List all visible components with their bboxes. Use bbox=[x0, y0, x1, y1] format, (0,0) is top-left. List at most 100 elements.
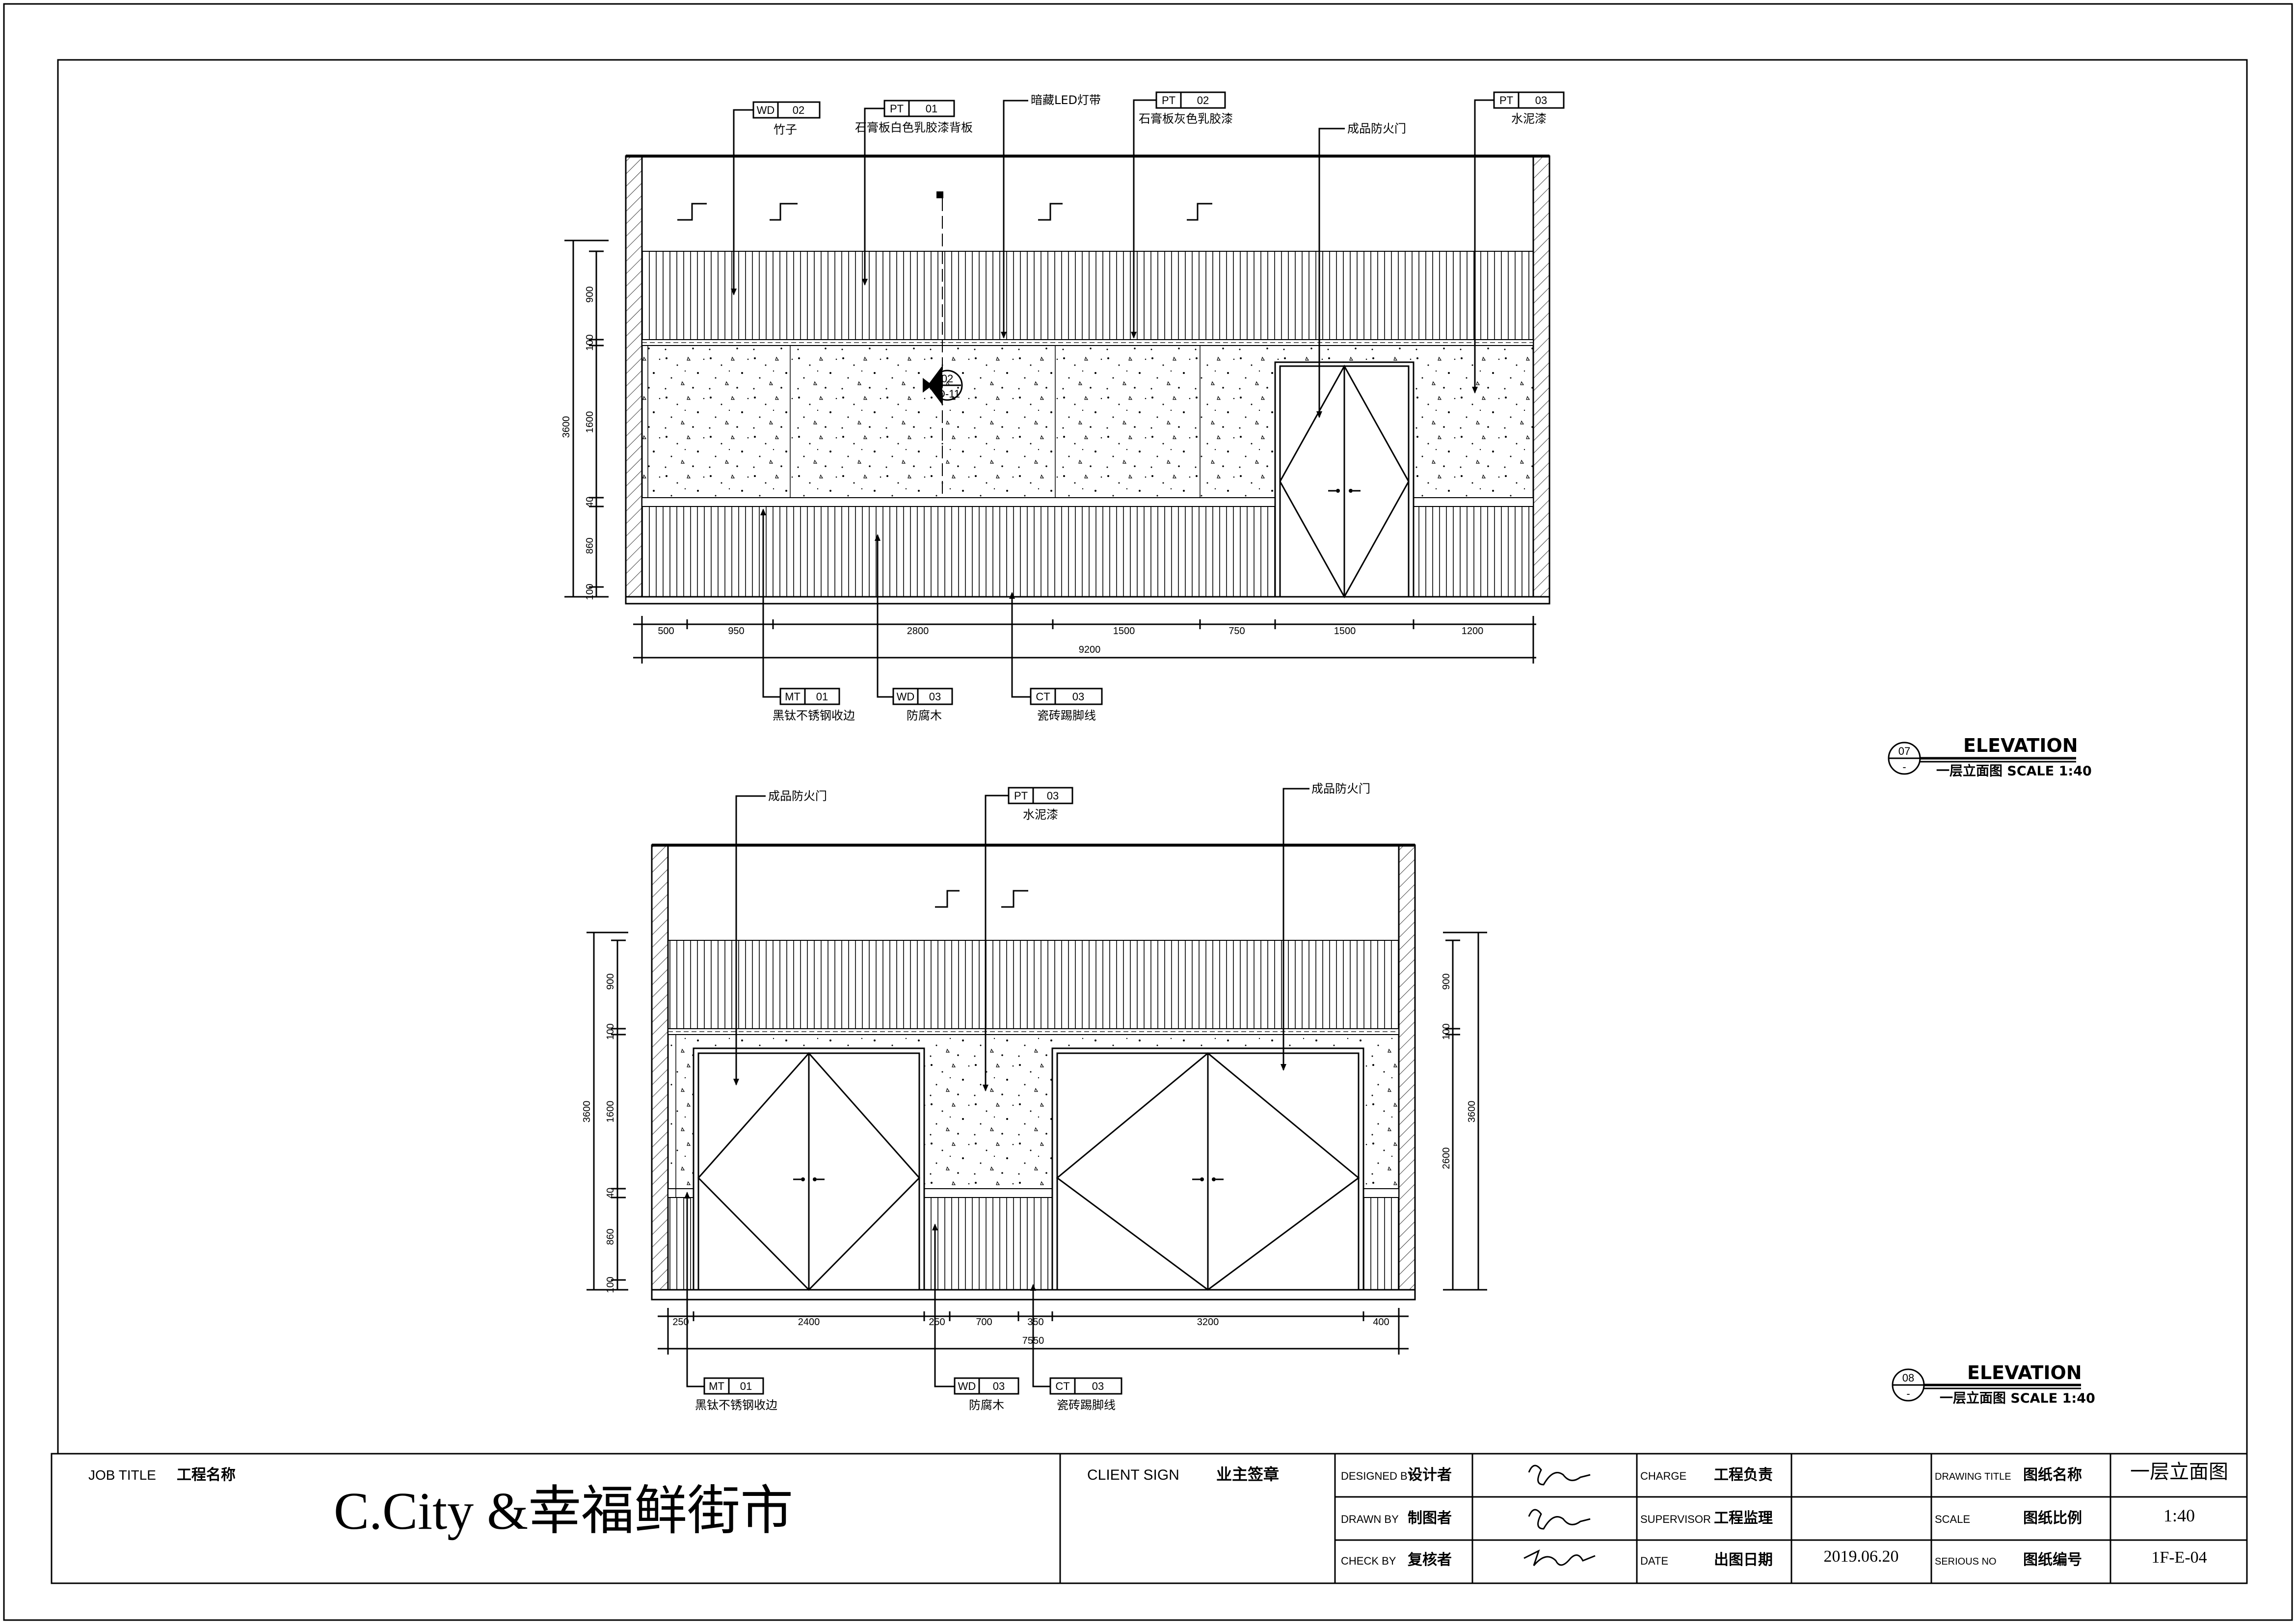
callout-ct03-2: CT 03 瓷砖踢脚线 bbox=[1030, 1284, 1122, 1412]
svg-text:图纸比例: 图纸比例 bbox=[2023, 1510, 2082, 1527]
svg-text:黑钛不锈钢收边: 黑钛不锈钢收边 bbox=[695, 1398, 777, 1412]
elevation-1: 02 D-11 WD 02 竹子 PT 01 石膏板白色乳胶漆背板 暗藏LED灯… bbox=[561, 91, 2092, 779]
svg-text:07: 07 bbox=[1898, 745, 1910, 757]
svg-text:制图者: 制图者 bbox=[1408, 1510, 1452, 1527]
callout-wd03-1: WD 03 防腐木 bbox=[875, 534, 953, 722]
horizontal-dimensions-1: 500 950 2800 1500 750 1500 1200 9200 bbox=[633, 616, 1536, 664]
elevation-2: 成品防火门 PT 03 水泥漆 成品防火门 bbox=[582, 782, 2095, 1412]
svg-text:ELEVATION: ELEVATION bbox=[1963, 735, 2078, 756]
callout-pt01: PT 01 石膏板白色乳胶漆背板 bbox=[855, 100, 973, 286]
svg-text:CHECK BY: CHECK BY bbox=[1341, 1555, 1396, 1567]
svg-text:750: 750 bbox=[1228, 626, 1245, 637]
svg-text:3600: 3600 bbox=[1467, 1101, 1477, 1123]
svg-text:860: 860 bbox=[585, 537, 595, 554]
callout-ct03-1: CT 03 瓷砖踢脚线 bbox=[1009, 592, 1103, 722]
svg-text:DRAWN BY: DRAWN BY bbox=[1341, 1513, 1399, 1525]
callout-pt02: PT 02 石膏板灰色乳胶漆 bbox=[1131, 91, 1233, 339]
svg-text:100: 100 bbox=[605, 1023, 616, 1039]
svg-text:PT: PT bbox=[1499, 94, 1513, 106]
svg-text:WD: WD bbox=[958, 1380, 976, 1392]
svg-text:01: 01 bbox=[740, 1380, 752, 1392]
svg-text:业主签章: 业主签章 bbox=[1216, 1465, 1279, 1484]
svg-text:-: - bbox=[1906, 1387, 1910, 1400]
svg-text:工程监理: 工程监理 bbox=[1714, 1510, 1773, 1527]
svg-text:100: 100 bbox=[585, 334, 595, 350]
callout-mt01-1: MT 01 黑钛不锈钢收边 bbox=[760, 508, 855, 722]
svg-text:成品防火门: 成品防火门 bbox=[1347, 122, 1406, 135]
svg-text:2600: 2600 bbox=[1441, 1147, 1452, 1170]
callout-fire-door-1: 成品防火门 bbox=[1316, 122, 1406, 418]
svg-text:900: 900 bbox=[585, 286, 595, 302]
svg-text:ELEVATION: ELEVATION bbox=[1967, 1362, 2082, 1384]
title-block: JOB TITLE 工程名称 C.City &幸福鲜街市 CLIENT SIGN… bbox=[51, 1453, 2248, 1584]
svg-text:CHARGE: CHARGE bbox=[1640, 1470, 1686, 1482]
svg-text:DATE: DATE bbox=[1640, 1555, 1668, 1567]
svg-text:水泥漆: 水泥漆 bbox=[1023, 808, 1058, 822]
svg-text:01: 01 bbox=[926, 103, 937, 115]
svg-text:复核者: 复核者 bbox=[1408, 1551, 1452, 1569]
vertical-dimensions-1: 900 100 1600 40 860 100 3600 bbox=[561, 240, 609, 600]
svg-text:SERIOUS NO: SERIOUS NO bbox=[1935, 1556, 1997, 1567]
svg-text:出图日期: 出图日期 bbox=[1714, 1551, 1773, 1569]
svg-text:1F-E-04: 1F-E-04 bbox=[2151, 1548, 2207, 1567]
svg-text:250: 250 bbox=[672, 1317, 689, 1328]
callout-led: 暗藏LED灯带 bbox=[1001, 93, 1101, 339]
svg-text:100: 100 bbox=[585, 584, 595, 600]
outer-border bbox=[3, 3, 2293, 1621]
svg-text:SCALE: SCALE bbox=[1935, 1513, 1970, 1525]
svg-text:PT: PT bbox=[1162, 94, 1175, 106]
svg-text:1200: 1200 bbox=[1462, 626, 1484, 637]
svg-text:工程名称: 工程名称 bbox=[177, 1466, 236, 1484]
svg-text:500: 500 bbox=[658, 626, 674, 637]
svg-text:CT: CT bbox=[1036, 691, 1050, 703]
svg-text:防腐木: 防腐木 bbox=[969, 1398, 1004, 1412]
vertical-dimensions-2-left: 900 100 1600 40 860 100 3600 bbox=[582, 932, 628, 1293]
left-wall-section bbox=[625, 155, 643, 605]
callout-wd02: WD 02 竹子 bbox=[731, 101, 821, 295]
svg-text:250: 250 bbox=[929, 1317, 945, 1328]
fire-door-2a bbox=[693, 1047, 925, 1291]
svg-text:SUPERVISOR: SUPERVISOR bbox=[1640, 1513, 1711, 1525]
svg-text:DRAWING TITLE: DRAWING TITLE bbox=[1935, 1471, 2011, 1482]
svg-text:瓷砖踢脚线: 瓷砖踢脚线 bbox=[1037, 709, 1096, 722]
svg-text:03: 03 bbox=[1092, 1380, 1104, 1392]
svg-text:1500: 1500 bbox=[1113, 626, 1135, 637]
svg-text:3600: 3600 bbox=[582, 1101, 592, 1123]
svg-text:1600: 1600 bbox=[585, 411, 595, 433]
svg-text:03: 03 bbox=[1535, 94, 1547, 106]
elevation-2-title: 08 - ELEVATION 一层立面图 SCALE 1:40 bbox=[1892, 1362, 2095, 1406]
callout-fire-door-2a: 成品防火门 bbox=[733, 789, 827, 1086]
checker-signature bbox=[1523, 1549, 1596, 1566]
svg-text:9200: 9200 bbox=[1079, 644, 1101, 655]
svg-text:08: 08 bbox=[1902, 1372, 1914, 1384]
svg-text:350: 350 bbox=[1027, 1317, 1043, 1328]
left-wall-section-2 bbox=[651, 844, 669, 1301]
svg-text:03: 03 bbox=[1047, 790, 1059, 802]
svg-text:3600: 3600 bbox=[561, 416, 572, 438]
floor-slab bbox=[625, 596, 1550, 605]
right-wall-section-2 bbox=[1398, 844, 1416, 1301]
svg-text:水泥漆: 水泥漆 bbox=[1511, 112, 1547, 126]
svg-text:JOB TITLE: JOB TITLE bbox=[88, 1467, 156, 1483]
svg-text:成品防火门: 成品防火门 bbox=[1311, 782, 1370, 796]
svg-text:02: 02 bbox=[793, 104, 804, 116]
callout-fire-door-2b: 成品防火门 bbox=[1281, 782, 1370, 1071]
svg-text:40: 40 bbox=[585, 497, 595, 507]
svg-text:瓷砖踢脚线: 瓷砖踢脚线 bbox=[1057, 1398, 1116, 1412]
callout-pt03-2: PT 03 水泥漆 bbox=[983, 787, 1073, 1092]
svg-text:02: 02 bbox=[941, 373, 953, 385]
svg-text:2400: 2400 bbox=[798, 1317, 820, 1328]
svg-text:2800: 2800 bbox=[907, 626, 929, 637]
svg-text:100: 100 bbox=[605, 1277, 616, 1293]
svg-text:900: 900 bbox=[605, 973, 616, 989]
svg-text:成品防火门: 成品防火门 bbox=[768, 789, 827, 803]
svg-text:图纸编号: 图纸编号 bbox=[2023, 1551, 2082, 1569]
svg-text:MT: MT bbox=[785, 691, 801, 703]
bamboo-band-2 bbox=[667, 940, 1399, 1029]
svg-text:-: - bbox=[1902, 761, 1906, 773]
elevation-1-title: 07 - ELEVATION 一层立面图 SCALE 1:40 bbox=[1888, 735, 2092, 779]
vertical-dimensions-2-right: 900 100 2600 3600 bbox=[1441, 932, 1487, 1291]
svg-text:400: 400 bbox=[1373, 1317, 1389, 1328]
project-name: C.City &幸福鲜街市 bbox=[334, 1482, 793, 1541]
